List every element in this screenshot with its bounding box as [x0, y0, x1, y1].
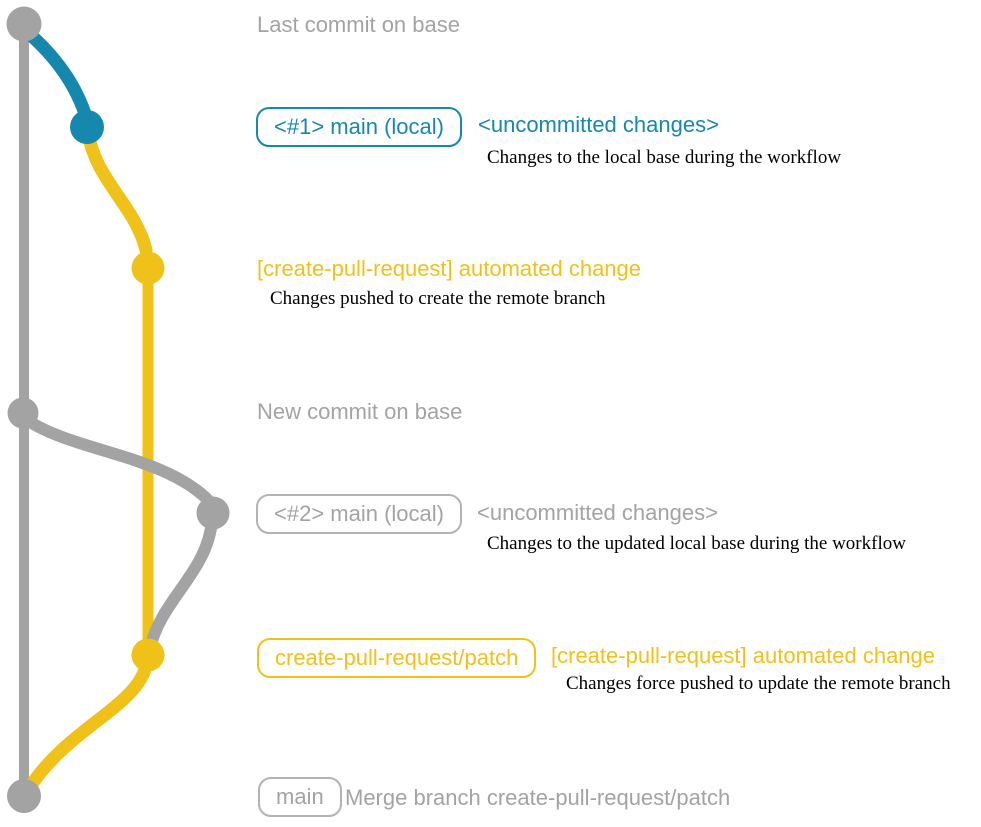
- commit-dot-last-base: [6, 6, 42, 42]
- new-commit-label: New commit on base: [257, 399, 463, 424]
- automated-change-1-description: Changes pushed to create the remote bran…: [270, 288, 606, 309]
- uncommitted-changes-2-title: <uncommitted changes>: [477, 500, 718, 525]
- uncommitted-changes-1-description: Changes to the local base during the wor…: [487, 147, 842, 168]
- main-badge: main: [258, 777, 342, 817]
- git-graph: [6, 6, 230, 813]
- uncommitted-changes-1-title: <uncommitted changes>: [478, 112, 719, 137]
- patch-branch-curve-top: [81, 125, 153, 257]
- automated-change-2-title: [create-pull-request] automated change: [551, 643, 936, 668]
- uncommitted-changes-2-description: Changes to the updated local base during…: [487, 533, 906, 554]
- commit-dot-merge: [7, 779, 41, 813]
- main-local-1-badge: <#1> main (local): [256, 107, 462, 147]
- commit-dot-main-local-2: [196, 496, 230, 530]
- main-local-2-badge: <#2> main (local): [256, 494, 462, 534]
- commit-dot-automated-1: [131, 251, 165, 285]
- commit-dot-automated-2: [131, 638, 165, 672]
- commit-dot-main-local-1: [70, 110, 104, 144]
- commit-dot-new-base: [7, 397, 39, 429]
- automated-change-2-description: Changes force pushed to update the remot…: [566, 673, 951, 694]
- rebase-curve-in: [144, 514, 218, 654]
- patch-merge-curve: [21, 653, 154, 797]
- patch-branch-badge: create-pull-request/patch: [257, 638, 537, 678]
- last-commit-label: Last commit on base: [257, 12, 460, 37]
- automated-change-1-title: [create-pull-request] automated change: [257, 256, 642, 281]
- merge-commit-label: Merge branch create-pull-request/patch: [345, 785, 731, 810]
- rebase-curve-out: [21, 414, 216, 508]
- main-local-branch-curve: [18, 23, 94, 127]
